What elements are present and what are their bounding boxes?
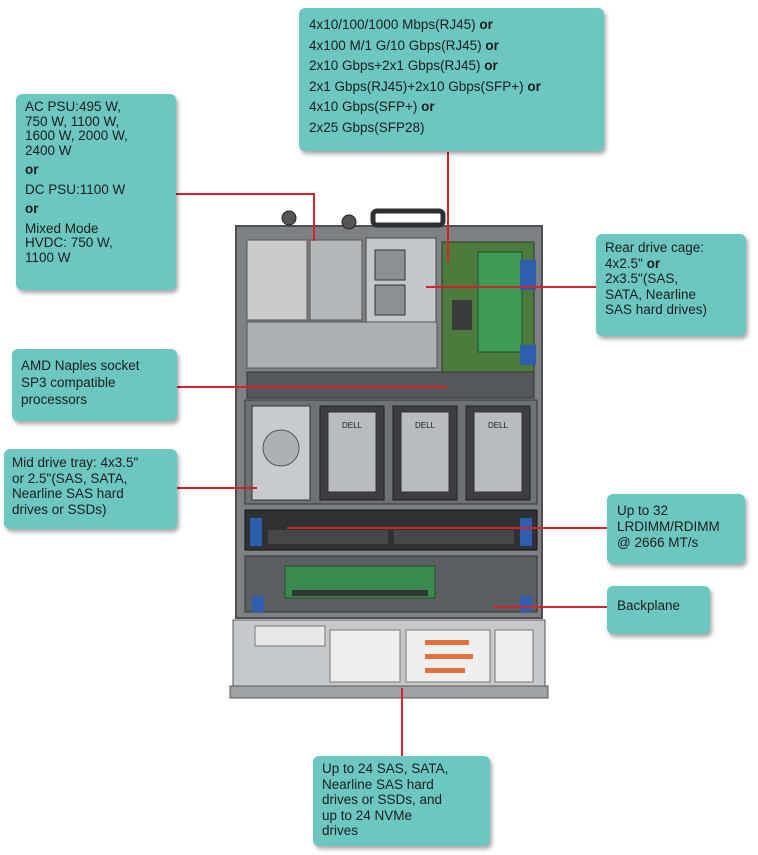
psu-ac-line: 1600 W, 2000 W,: [25, 128, 128, 143]
leader-psu: [313, 193, 315, 241]
psu-ac-line: 750 W, 1100 W,: [25, 113, 120, 129]
psu-ac-line: 2400 W: [25, 142, 72, 158]
network-option: 4x10/100/1000 Mbps(RJ45) or: [309, 17, 493, 32]
network-option: 2x1 Gbps(RJ45)+2x10 Gbps(SFP+) or: [309, 78, 541, 94]
mid-tray-line: Nearline SAS hard: [12, 486, 124, 501]
mid-tray-callout: Mid drive tray: 4x3.5" or 2.5"(SAS, SATA…: [4, 449, 177, 529]
psu-mixed-line: HVDC: 750 W,: [25, 235, 113, 250]
psu-or: or: [25, 162, 39, 177]
rear-drive-option: 2x3.5"(SAS,: [605, 271, 679, 286]
rear-drive-option: SAS hard drives): [605, 302, 708, 317]
memory-callout: Up to 32 LRDIMM/RDIMM @ 2666 MT/s: [607, 494, 745, 564]
leader-psu: [176, 193, 314, 195]
front-panel: [229, 619, 549, 699]
network-callout: 4x10/100/1000 Mbps(RJ45) or 4x100 M/1 G/…: [299, 8, 604, 151]
front-drive-callout: Up to 24 SAS, SATA, Nearline SAS hard dr…: [313, 756, 490, 846]
mid-tray-line: or 2.5"(SAS, SATA,: [12, 470, 128, 486]
leader-network: [447, 152, 449, 262]
backplane-board: [244, 555, 538, 613]
thumbscrew: [341, 214, 357, 230]
cpu-area: [246, 371, 535, 399]
cpu-line: SP3 compatible: [21, 375, 116, 390]
psu-dc-line: DC PSU:1100 W: [25, 181, 126, 197]
leader-cpu: [177, 386, 447, 388]
mid-drive-tray: DELL DELL DELL: [244, 399, 538, 505]
psu-mixed-line: Mixed Mode: [25, 220, 99, 236]
leader-backplane: [493, 606, 607, 608]
psu-or: or: [25, 201, 39, 216]
backplane-callout: Backplane: [607, 586, 710, 634]
front-drive-line: up to 24 NVMe: [322, 807, 413, 823]
thumbscrew: [281, 210, 297, 226]
rear-drive-title: Rear drive cage:: [605, 240, 705, 255]
cpu-line: processors: [21, 392, 88, 407]
leader-front: [401, 688, 403, 756]
handle-bar: [370, 208, 446, 228]
rear-drive-callout: Rear drive cage: 4x2.5" or 2x3.5"(SAS, S…: [596, 234, 746, 336]
network-option: 2x25 Gbps(SFP28): [309, 119, 425, 135]
network-option: 4x10 Gbps(SFP+) or: [309, 99, 435, 114]
drive-label: DELL: [488, 421, 509, 430]
psu-ac-line: AC PSU:495 W,: [25, 99, 122, 114]
cpu-line: AMD Naples socket: [21, 358, 140, 373]
drive-label: DELL: [342, 421, 363, 430]
drive-label: DELL: [415, 421, 436, 430]
leader-mid-tray: [177, 487, 257, 489]
memory-line: LRDIMM/RDIMM: [617, 519, 720, 534]
memory-line: Up to 32: [617, 503, 669, 518]
network-option: 2x10 Gbps+2x1 Gbps(RJ45) or: [309, 58, 498, 73]
psu-bay: [246, 237, 438, 369]
leader-rear-drive: [426, 286, 596, 288]
front-drive-line: Nearline SAS hard: [322, 776, 434, 792]
mid-tray-line: Mid drive tray: 4x3.5": [12, 455, 139, 470]
memory-fans: [244, 509, 538, 551]
front-drive-line: drives: [322, 823, 359, 838]
psu-mixed-line: 1100 W: [25, 249, 71, 265]
backplane-label: Backplane: [617, 598, 681, 613]
rear-drive-option: 4x2.5" or: [605, 255, 661, 271]
leader-memory: [287, 527, 607, 529]
rear-board: [441, 241, 536, 379]
mid-tray-line: drives or SSDs): [12, 501, 107, 517]
front-drive-line: drives or SSDs, and: [322, 792, 443, 807]
rear-drive-option: SATA, Nearline: [605, 286, 697, 302]
front-drive-line: Up to 24 SAS, SATA,: [322, 761, 449, 776]
cpu-callout: AMD Naples socket SP3 compatible process…: [12, 349, 177, 421]
memory-line: @ 2666 MT/s: [617, 535, 699, 550]
network-option: 4x100 M/1 G/10 Gbps(RJ45) or: [309, 37, 499, 53]
psu-callout: AC PSU:495 W, 750 W, 1100 W, 1600 W, 200…: [16, 94, 176, 290]
